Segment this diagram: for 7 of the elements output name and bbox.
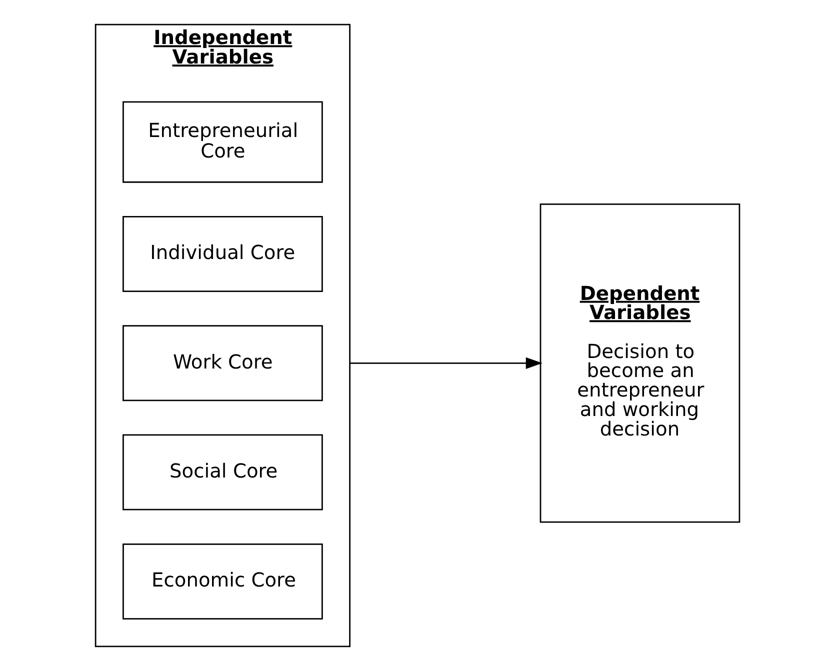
node-box: Entrepreneurial Core (122, 101, 323, 183)
node-box: Economic Core (122, 543, 323, 620)
node-box: Individual Core (122, 216, 323, 292)
node-box: Work Core (122, 325, 323, 402)
node-box: Dependent Variables Decision to become an entrepreneur and working decision (540, 204, 740, 523)
node-box: Social Core (122, 434, 323, 510)
arrow (350, 357, 542, 369)
